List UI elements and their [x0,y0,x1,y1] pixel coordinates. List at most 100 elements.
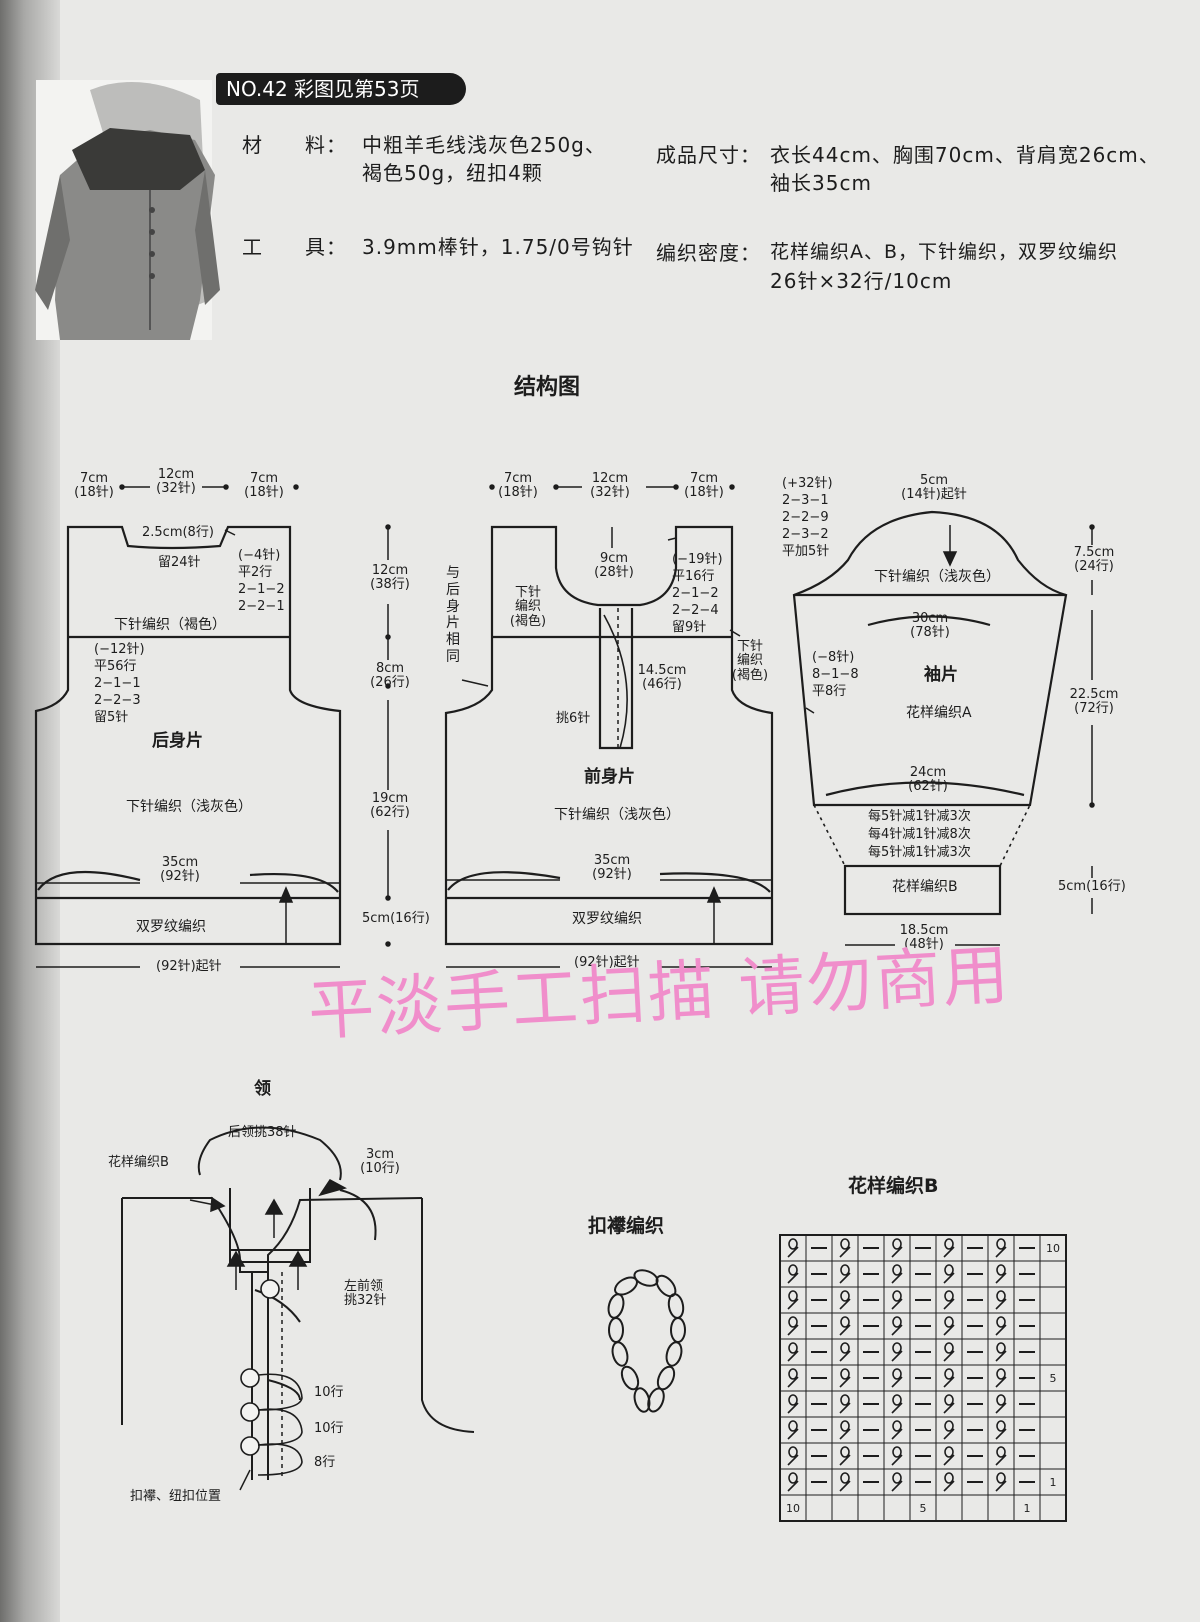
sleeve-dimension-lines [805,524,1095,946]
twisted-stitch-symbol [840,1342,850,1354]
sleeve-cap-pattern: 下针编织（浅灰色） [874,569,1000,585]
back-dimension-lines [36,484,340,968]
chart-b-row-label: 5 [1050,1372,1057,1385]
back-top-left: 7cm (18针) [74,471,114,501]
vertical-dim-2: 8cm (26行) [370,661,410,691]
twisted-stitch-symbol [840,1446,850,1458]
twisted-stitch-symbol [788,1290,798,1302]
twisted-stitch-tail [891,1376,903,1388]
twisted-stitch-tail [891,1324,903,1336]
collar-row-1: 10行 [314,1385,344,1400]
twisted-stitch-tail [839,1376,851,1388]
back-piece-title: 后身片 [152,731,203,751]
twisted-stitch-symbol [996,1420,1006,1432]
twisted-stitch-symbol [892,1342,902,1354]
twisted-stitch-symbol [788,1264,798,1276]
twisted-stitch-symbol [944,1394,954,1406]
twisted-stitch-tail [943,1480,955,1492]
sleeve-cuff-height: 5cm(16行) [1058,879,1126,894]
collar-buttons [240,1279,303,1476]
twisted-stitch-symbol [892,1420,902,1432]
twisted-stitch-tail [839,1480,851,1492]
sleeve-decrease: (−8针) 8−1−8 平8行 [812,650,859,699]
back-body-label: 下针编织（浅灰色） [126,799,252,815]
twisted-stitch-tail [787,1298,799,1310]
pattern-number-badge: NO.42 彩图见第53页 [216,73,466,105]
twisted-stitch-symbol [840,1420,850,1432]
twisted-stitch-tail [839,1454,851,1466]
twisted-stitch-symbol [840,1290,850,1302]
twisted-stitch-tail [891,1480,903,1492]
twisted-stitch-tail [943,1298,955,1310]
back-yoke-label: 下针编织（褐色） [114,617,226,633]
twisted-stitch-symbol [996,1472,1006,1484]
front-top-right: 7cm (18针) [684,471,724,501]
tools-value: 3.9mm棒针，1.75/0号钩针 [362,235,634,259]
twisted-stitch-tail [839,1246,851,1258]
sleeve-cuff-pattern: 花样编织B [892,879,958,895]
front-top-left: 7cm (18针) [498,471,538,501]
twisted-stitch-symbol [892,1316,902,1328]
gauge-label: 编织密度： [656,241,761,265]
twisted-stitch-tail [995,1298,1007,1310]
twisted-stitch-tail [995,1402,1007,1414]
twisted-stitch-tail [787,1272,799,1284]
vertical-dim-3: 19cm (62行) [370,791,410,821]
size-line-2: 袖长35cm [770,171,872,195]
vertical-dim-1: 12cm (38行) [370,563,410,593]
twisted-stitch-symbol [788,1472,798,1484]
sleeve-pattern-a: 花样编织A [906,705,972,721]
front-dimension-lines [446,484,772,968]
twisted-stitch-tail [891,1272,903,1284]
front-piece-outline [444,525,774,946]
twisted-stitch-symbol [840,1238,850,1250]
twisted-stitch-symbol [892,1472,902,1484]
back-rib-label: 双罗纹编织 [136,919,206,935]
collar-back-pick: 后领挑38针 [228,1125,297,1140]
gauge-line-1: 花样编织A、B，下针编织，双罗纹编织 [770,241,1119,263]
twisted-stitch-tail [787,1480,799,1492]
twisted-stitch-tail [787,1246,799,1258]
vertical-dimension-lines [385,524,489,947]
twisted-stitch-symbol [996,1316,1006,1328]
twisted-stitch-symbol [996,1342,1006,1354]
twisted-stitch-tail [995,1324,1007,1336]
twisted-stitch-tail [943,1428,955,1440]
twisted-stitch-symbol [944,1290,954,1302]
twisted-stitch-tail [943,1350,955,1362]
back-top-mid: 12cm (32针) [156,467,196,497]
sleeve-cuff-width: 18.5cm (48针) [899,923,949,953]
twisted-stitch-tail [995,1376,1007,1388]
collar-diagram-lines [121,1126,475,1480]
back-top-right: 7cm (18针) [244,471,284,501]
sweater-photo [35,80,220,340]
twisted-stitch-symbol [944,1316,954,1328]
front-rib-label: 双罗纹编织 [572,911,642,927]
twisted-stitch-tail [891,1428,903,1440]
front-body-label: 下针编织（浅灰色） [554,807,680,823]
twisted-stitch-symbol [944,1368,954,1380]
back-neck-keep: 留24针 [158,555,201,570]
twisted-stitch-tail [787,1454,799,1466]
chart-b-title: 花样编织B [848,1175,939,1197]
twisted-stitch-tail [839,1324,851,1336]
sleeve-cuff-decrease-2: 每4针减1针减8次 [868,827,971,842]
twisted-stitch-symbol [840,1394,850,1406]
chart-b-row-label: 10 [1046,1242,1060,1255]
sleeve-lower-width: 24cm (62针) [908,765,948,795]
size-line-1: 衣长44cm、胸围70cm、背肩宽26cm、 [770,143,1160,167]
sleeve-length: 22.5cm (72行) [1069,687,1119,717]
back-cast-on: (92针)起针 [156,959,222,974]
twisted-stitch-symbol [840,1472,850,1484]
sleeve-cuff-decrease-1: 每5针减1针减3次 [868,809,971,824]
twisted-stitch-symbol [944,1264,954,1276]
twisted-stitch-symbol [996,1368,1006,1380]
twisted-stitch-tail [787,1324,799,1336]
button-loop-chain [607,1269,686,1413]
sleeve-cap-increase: (+32针) 2−3−1 2−2−9 2−3−2 平加5针 [782,476,833,559]
twisted-stitch-symbol [944,1342,954,1354]
materials-label: 材 料： [242,133,347,157]
twisted-stitch-symbol [892,1446,902,1458]
